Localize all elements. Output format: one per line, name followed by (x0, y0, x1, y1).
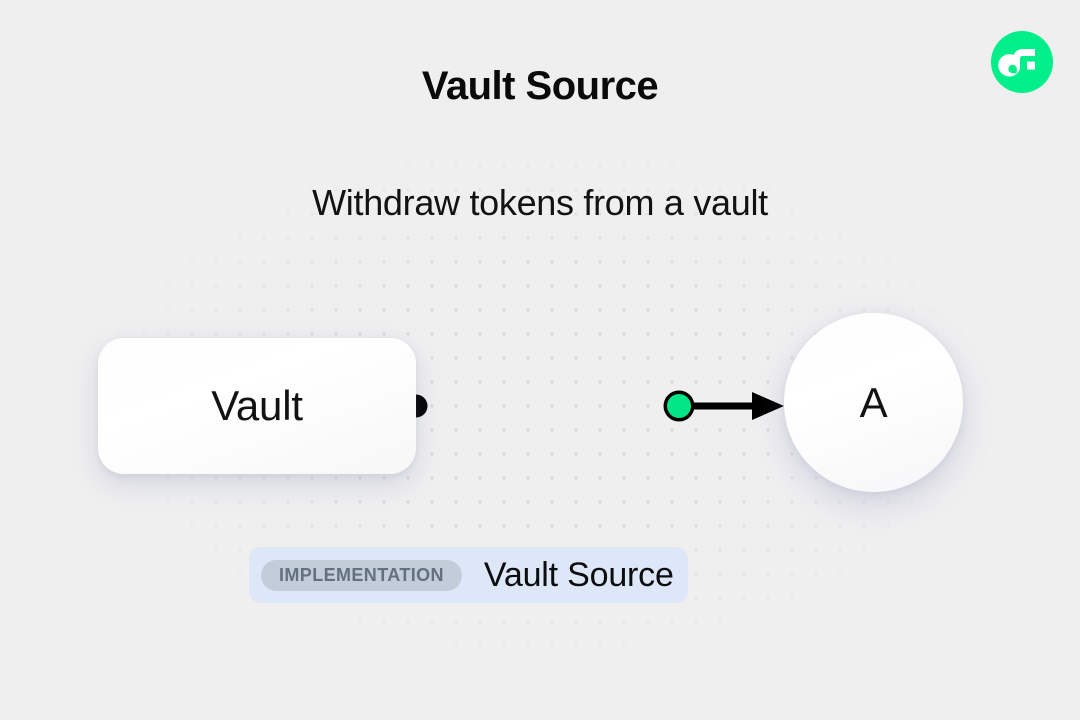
node-vault-label: Vault (211, 382, 303, 429)
flow-logo-icon (990, 30, 1054, 94)
implementation-tag-badge: IMPLEMENTATION (261, 559, 462, 591)
node-a-label: A (859, 378, 888, 426)
page-subtitle: Withdraw tokens from a vault (312, 182, 768, 223)
implementation-bar[interactable]: IMPLEMENTATION Vault Source (249, 547, 688, 603)
implementation-name: Vault Source (483, 556, 674, 594)
page-title: Vault Source (421, 64, 659, 108)
node-vault[interactable]: Vault (98, 338, 416, 474)
edge-target-handle[interactable] (667, 394, 691, 418)
node-a[interactable]: A (784, 313, 963, 492)
edge-arrowhead-icon (752, 392, 784, 420)
